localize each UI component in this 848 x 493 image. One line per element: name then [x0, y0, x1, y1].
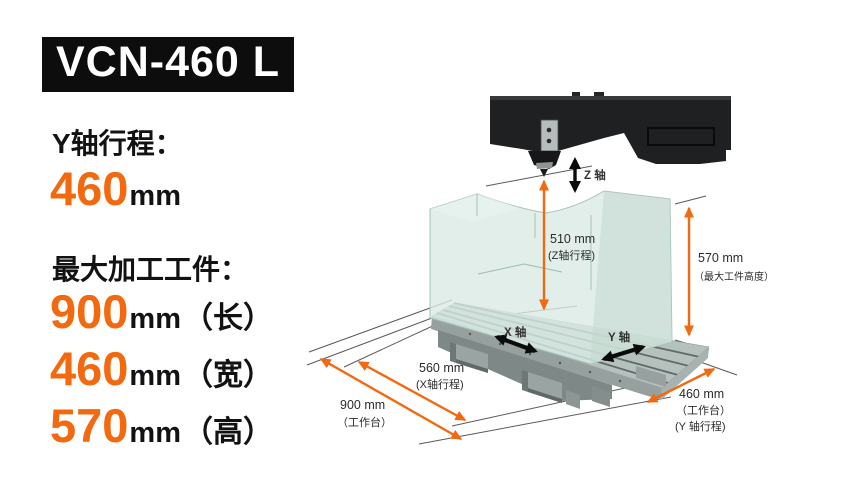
dim-length-value: 900 — [50, 285, 129, 338]
arrow-x-axis — [494, 334, 538, 354]
dim-width-value: 460 — [50, 342, 129, 395]
dim-height-value: 570 — [50, 399, 129, 452]
diagram-labels: Z 轴 X 轴 Y 轴 510 mm (Z轴行程) 570 mm （最大工件高度… — [337, 168, 774, 433]
spindle-mount-plate — [540, 119, 559, 152]
model-banner: VCN-460 L — [42, 37, 295, 93]
workpiece-dim-width: 460 mm （宽） — [50, 344, 273, 401]
block-shelf-edge — [477, 263, 563, 275]
foot-front — [528, 372, 562, 403]
z-axis-label: Z 轴 — [584, 168, 606, 182]
ext-line — [306, 317, 433, 366]
workpiece-block-right-face — [590, 191, 672, 364]
dim-height-unit: mm — [129, 417, 181, 449]
dim-height-suffix: （高） — [183, 416, 273, 449]
model-name: VCN-460 L — [56, 38, 281, 86]
x-axis-label: X 轴 — [504, 325, 526, 339]
x-travel-value: 560 mm — [419, 361, 464, 375]
dimension-arrows — [319, 179, 716, 441]
foot-front — [566, 390, 580, 409]
y-travel-unit: mm — [129, 180, 181, 212]
y-travel-label: Y轴行程： — [52, 128, 183, 159]
table-length-value: 900 mm — [340, 398, 385, 412]
head-side-panel — [647, 127, 715, 146]
axis-arrows — [494, 157, 646, 363]
dim-length-unit: mm — [129, 303, 181, 335]
table-width-value: 460 mm — [679, 387, 724, 401]
head-top-edge — [490, 96, 731, 100]
workpiece-block-top-face — [430, 194, 520, 222]
arrow-table-width-460 — [646, 367, 716, 404]
ext-line — [451, 382, 649, 427]
foot-front — [456, 344, 488, 373]
arrow-y-axis — [601, 343, 646, 363]
tick-570-top — [674, 195, 707, 205]
bolt-dot — [558, 361, 562, 365]
y-travel-value: 460 — [50, 162, 129, 215]
x-travel-note: (X轴行程) — [416, 377, 464, 391]
workpiece-dim-height: 570 mm （高） — [50, 401, 273, 458]
workpiece-dimension-list: 900 mm （长） 460 mm （宽） 570 mm （高） — [50, 287, 273, 458]
table-length-note: （工作台） — [337, 415, 392, 429]
workpiece-block — [429, 190, 673, 365]
max-height-value: 570 mm — [698, 251, 743, 265]
z-travel-value: 510 mm — [550, 232, 595, 246]
dim-length-suffix: （长） — [183, 302, 273, 335]
bolt-dot — [588, 370, 592, 374]
y-travel-value-row: 460 mm — [50, 162, 181, 215]
ext-line — [308, 299, 453, 353]
foot-side — [522, 370, 528, 392]
dim-width-unit: mm — [129, 360, 181, 392]
bolt-dot — [528, 352, 532, 356]
worktable-front-face — [431, 316, 662, 400]
foot-lip — [528, 388, 562, 403]
foot-side — [450, 342, 456, 363]
foot-front — [592, 386, 610, 407]
head-body — [490, 96, 731, 164]
plate-hole — [546, 138, 552, 144]
max-workpiece-label: 最大加工工件： — [52, 254, 249, 285]
workpiece-dim-length: 900 mm （长） — [50, 287, 273, 344]
max-height-note: （最大工件高度） — [694, 270, 774, 283]
tool-tip — [540, 169, 548, 177]
bolt-dot — [618, 379, 622, 383]
arrow-table-length-900 — [319, 357, 463, 441]
plate-hole — [546, 127, 552, 133]
table-width-note: （工作台） — [676, 403, 731, 417]
spindle-head — [490, 92, 731, 177]
dim-width-suffix: （宽） — [183, 359, 273, 392]
table-width-note2: (Y 轴行程) — [675, 419, 726, 433]
bolt-dot — [498, 342, 502, 346]
head-top-tabs — [572, 92, 604, 96]
bolt-dot — [468, 332, 472, 336]
z-travel-note: (Z轴行程) — [548, 248, 595, 262]
y-axis-label: Y 轴 — [608, 330, 630, 344]
saddle-body — [438, 330, 612, 401]
tool-holder — [536, 162, 553, 169]
